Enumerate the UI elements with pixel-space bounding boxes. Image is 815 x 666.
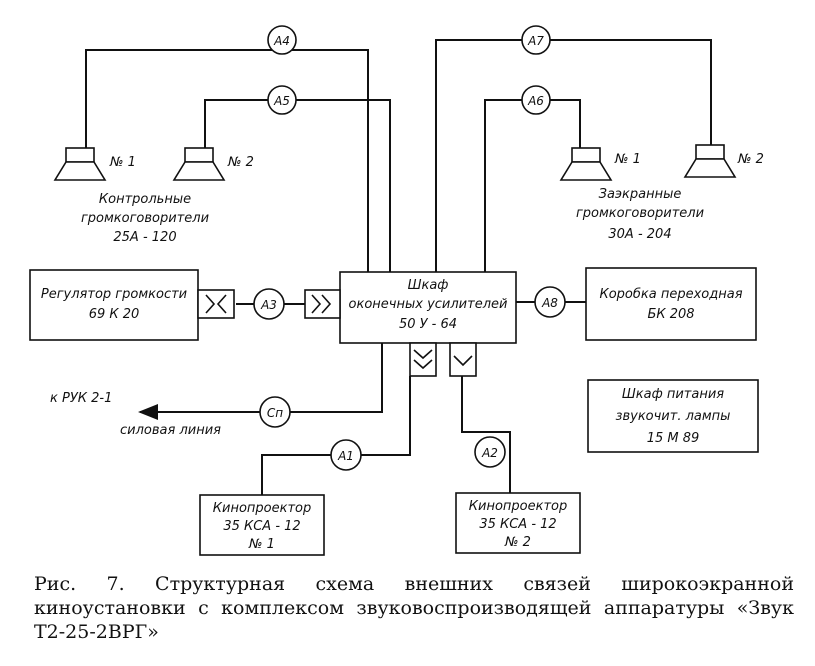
amplifier-cabinet-model: 50 У - 64 [399,317,457,332]
cable-marker-a5: А5 [267,85,297,115]
power-cabinet-block: Шкаф питания звукочит. лампы 15 М 89 [587,379,759,453]
amplifier-cabinet-block: Шкаф оконечных усилителей 50 У - 64 [339,271,517,344]
figure-caption: Рис. 7. Структурная схема внешних связей… [34,573,794,643]
connector-icon [449,342,477,377]
cable-marker-a1: А1 [330,439,362,471]
svg-text:А7: А7 [527,34,544,48]
connection-diagram: № 1 № 2 № 1 № 2 Контрольные громкоговори… [29,25,764,556]
speaker-number-control-1: № 1 [109,155,136,170]
connector-icon [197,289,235,319]
cable-marker-a8: А8 [534,286,566,318]
cable-a1-line [261,376,411,495]
junction-box-title: Коробка переходная [599,287,742,302]
cable-marker-a3: А3 [253,288,285,320]
cable-a7-line [435,39,712,272]
svg-text:А1: А1 [337,449,354,463]
projector-1-model: 35 КСА - 12 [223,519,300,534]
speaker-icon [172,147,226,181]
amplifier-cabinet-title: Шкаф [408,278,449,293]
volume-regulator-model: 69 К 20 [89,307,140,322]
cable-a2-line [461,376,511,493]
connector-icon [409,342,437,377]
svg-text:А8: А8 [541,296,558,310]
power-cabinet-model: 15 М 89 [647,431,700,446]
projector-2-block: Кинопроектор 35 КСА - 12 № 2 [455,492,581,554]
cable-marker-a6: А6 [521,85,551,115]
screen-speakers-label-line2: громкоговорители [576,206,704,221]
power-line-destination: к РУК 2-1 [50,391,112,406]
cable-marker-cp: Сп [259,396,291,428]
volume-regulator-title: Регулятор громкости [41,287,187,302]
volume-regulator-block: Регулятор громкости 69 К 20 [29,269,199,341]
cable-marker-a7: А7 [521,25,551,55]
svg-text:А6: А6 [527,94,544,108]
control-speakers-label-line3: 25А - 120 [113,230,176,245]
projector-2-title: Кинопроектор [469,499,567,514]
cable-marker-a2: А2 [474,436,506,468]
power-cabinet-desc: звукочит. лампы [616,409,731,424]
control-speakers-label-line2: громкоговорители [81,211,209,226]
svg-text:Сп: Сп [267,406,283,420]
amplifier-cabinet-desc: оконечных усилителей [349,297,508,312]
power-cabinet-title: Шкаф питания [622,387,724,402]
speaker-icon [53,147,107,181]
projector-2-number: № 2 [504,535,531,550]
power-line-label: силовая линия [120,423,221,438]
speaker-number-screen-2: № 2 [737,152,764,167]
projector-2-model: 35 КСА - 12 [479,517,556,532]
cable-marker-a4: А4 [267,25,297,55]
cable-a5-line [204,99,391,272]
control-speakers-label-line1: Контрольные [99,192,191,207]
speaker-icon [683,144,737,178]
projector-1-title: Кинопроектор [213,501,311,516]
svg-text:А3: А3 [260,298,277,312]
speaker-number-screen-1: № 1 [614,152,641,167]
connector-icon [304,289,341,319]
junction-box-block: Коробка переходная БК 208 [585,267,757,341]
svg-text:А4: А4 [273,34,290,48]
projector-1-number: № 1 [248,537,275,552]
cable-cp-line [138,343,383,420]
projector-1-block: Кинопроектор 35 КСА - 12 № 1 [199,494,325,556]
svg-text:А5: А5 [273,94,290,108]
screen-speakers-label-line3: 30А - 204 [608,227,671,242]
svg-text:А2: А2 [481,446,498,460]
speaker-number-control-2: № 2 [227,155,254,170]
cable-a6-line [484,99,581,272]
speaker-icon [559,147,613,181]
screen-speakers-label-line1: Заэкранные [599,187,682,202]
junction-box-model: БК 208 [647,307,694,322]
cable-a4-line [85,49,369,272]
